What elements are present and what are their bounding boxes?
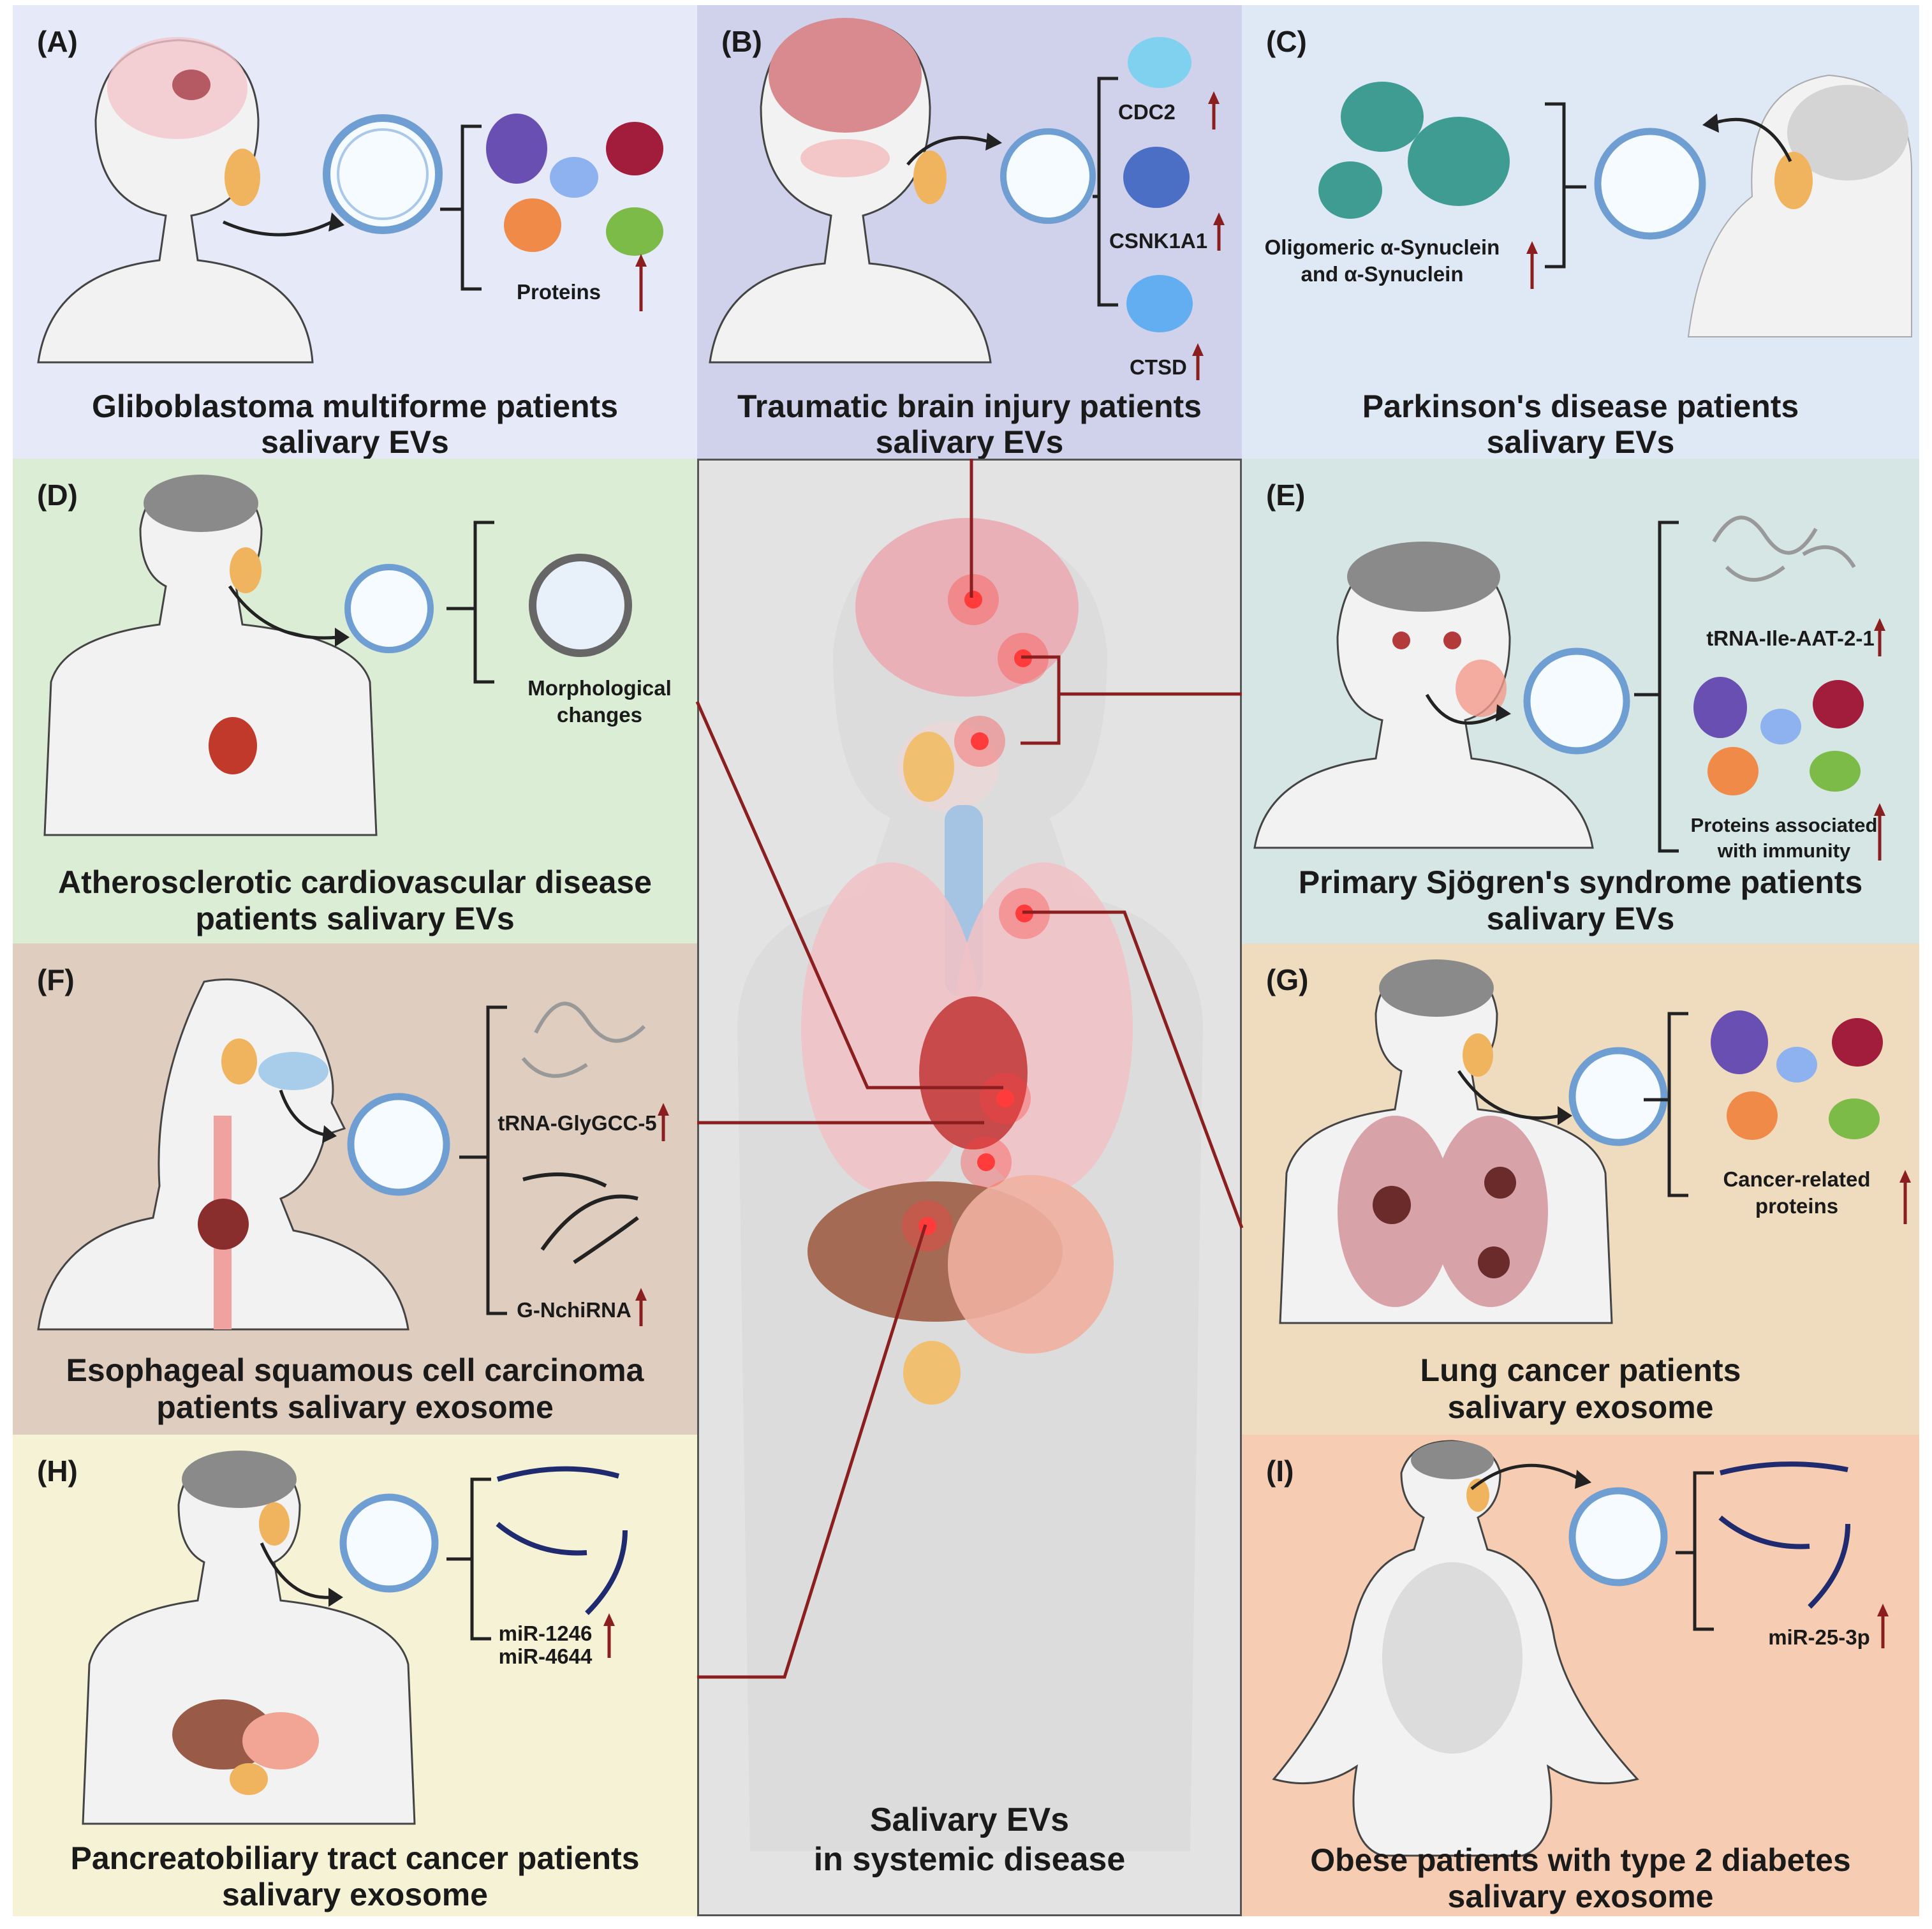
panel-d: (D) Morphological changes Atheroscleroti… bbox=[13, 459, 697, 943]
panel-h-label-mir1246: miR-1246 bbox=[498, 1622, 593, 1645]
panel-c-letter: (C) bbox=[1266, 25, 1307, 58]
panel-a-caption-line2: salivary EVs bbox=[261, 424, 449, 459]
tumor-icon bbox=[198, 1199, 249, 1250]
panel-b-label-csnk1a1: CSNK1A1 bbox=[1109, 229, 1208, 253]
panel-h-letter: (H) bbox=[37, 1454, 78, 1488]
cancer-protein-icon bbox=[1711, 1010, 1883, 1140]
trna-icon bbox=[1712, 515, 1856, 582]
ev-vesicle-icon bbox=[347, 1093, 450, 1196]
panel-i-letter: (I) bbox=[1266, 1454, 1294, 1488]
panel-b-label-ctsd: CTSD bbox=[1130, 355, 1187, 379]
ev-vesicle-icon bbox=[323, 114, 443, 234]
panel-b-letter: (B) bbox=[721, 25, 762, 58]
panel-g-letter: (G) bbox=[1266, 963, 1309, 996]
panel-f-label-trna: tRNA-GlyGCC-5 bbox=[498, 1111, 657, 1135]
central-title-line1: Salivary EVs bbox=[869, 1801, 1070, 1838]
panel-g-label-line2: proteins bbox=[1755, 1194, 1839, 1218]
central-title-line2: in systemic disease bbox=[813, 1841, 1126, 1878]
panel-c-caption-line1: Parkinson's disease patients bbox=[1362, 388, 1799, 424]
panel-i-caption-line1: Obese patients with type 2 diabetes bbox=[1310, 1842, 1851, 1878]
panel-e-letter: (E) bbox=[1266, 478, 1306, 512]
panel-f-letter: (F) bbox=[37, 963, 75, 996]
panel-f-caption-line1: Esophageal squamous cell carcinoma bbox=[66, 1352, 644, 1388]
panel-i: (I) miR-25-3p Obese patients with type 2… bbox=[1242, 1435, 1919, 1916]
panel-g-label-line1: Cancer-related bbox=[1723, 1167, 1871, 1191]
panel-i-illustration bbox=[1272, 1440, 1889, 1857]
panel-c-caption-line2: salivary EVs bbox=[1486, 424, 1675, 459]
panel-e-label-immunity-line2: with immunity bbox=[1717, 839, 1851, 862]
panel-a-letter: (A) bbox=[37, 25, 78, 58]
panel-b-label-cdc2: CDC2 bbox=[1118, 100, 1176, 124]
panel-b: (B) CDC2 CSNK1A1 CTSD Traumatic brain in… bbox=[697, 5, 1242, 459]
panel-e-caption-line2: salivary EVs bbox=[1486, 901, 1675, 936]
csnk1a1-protein-icon bbox=[1123, 147, 1190, 208]
lungs-icon bbox=[1338, 1116, 1548, 1307]
panel-d-illustration bbox=[43, 475, 632, 836]
panel-h-illustration bbox=[82, 1451, 628, 1825]
cdc2-protein-icon bbox=[1128, 37, 1191, 88]
heart-icon bbox=[209, 717, 257, 774]
morphological-change-icon bbox=[529, 554, 632, 657]
panel-f-caption-line2: patients salivary exosome bbox=[156, 1389, 554, 1425]
panel-a-illustration bbox=[37, 37, 663, 364]
panel-g: (G) Cancer-related proteins Lung cancer … bbox=[1242, 943, 1919, 1435]
panel-h: (H) miR-1246 miR-4644 Pancreatobiliary t… bbox=[13, 1435, 697, 1916]
ev-vesicle-icon bbox=[1568, 1487, 1668, 1586]
panel-b-caption-line2: salivary EVs bbox=[875, 424, 1064, 459]
panel-a: (A) Proteins Gliboblastoma multiforme pa… bbox=[13, 5, 697, 459]
panel-g-caption-line1: Lung cancer patients bbox=[1420, 1352, 1741, 1388]
pancreas-icon bbox=[903, 1341, 961, 1405]
panel-b-caption-line1: Traumatic brain injury patients bbox=[737, 388, 1202, 424]
panel-c-illustration bbox=[1318, 74, 1912, 337]
immunity-protein-icon bbox=[1693, 677, 1864, 795]
alpha-synuclein-icon bbox=[1318, 82, 1510, 219]
ev-vesicle-icon bbox=[1594, 128, 1706, 240]
panel-i-label-mir25: miR-25-3p bbox=[1768, 1625, 1870, 1649]
panel-a-label-proteins: Proteins bbox=[517, 280, 601, 304]
panel-d-letter: (D) bbox=[37, 478, 78, 512]
panel-e-label-trna: tRNA-Ile-AAT-2-1 bbox=[1706, 626, 1875, 650]
panel-e-caption-line1: Primary Sjögren's syndrome patients bbox=[1298, 864, 1863, 900]
panel-c: (C) Oligomeric α-Synuclein and α-Synucle… bbox=[1242, 5, 1919, 459]
stomach-icon bbox=[948, 1175, 1114, 1354]
panel-b-illustration bbox=[709, 18, 1225, 380]
ev-vesicle-icon bbox=[339, 1493, 439, 1593]
panel-d-caption-line1: Atherosclerotic cardiovascular disease bbox=[57, 864, 652, 900]
panel-c-label-line2: and α-Synuclein bbox=[1301, 262, 1464, 286]
panel-e-label-immunity-line1: Proteins associated bbox=[1690, 814, 1878, 836]
panel-f-label-gnchirna: G-NchiRNA bbox=[517, 1298, 631, 1322]
panel-d-caption-line2: patients salivary EVs bbox=[195, 901, 515, 936]
ev-vesicle-icon bbox=[1568, 1047, 1668, 1146]
panel-e-illustration bbox=[1253, 515, 1885, 861]
panel-d-label-line2: changes bbox=[557, 703, 642, 727]
panel-f-illustration bbox=[37, 978, 669, 1331]
mirna-strand-icon bbox=[496, 1466, 628, 1615]
trna-icon bbox=[521, 1001, 646, 1078]
ev-vesicle-icon bbox=[344, 564, 434, 653]
heart-icon bbox=[919, 996, 1028, 1149]
central-panel: Salivary EVs in systemic disease bbox=[697, 459, 1242, 1916]
panel-g-caption-line2: salivary exosome bbox=[1447, 1389, 1714, 1425]
panel-h-caption-line2: salivary exosome bbox=[222, 1877, 488, 1912]
panel-h-caption-line1: Pancreatobiliary tract cancer patients bbox=[70, 1840, 640, 1876]
rna-strand-icon bbox=[522, 1172, 639, 1264]
protein-cluster-icon bbox=[486, 114, 663, 256]
pancreatobiliary-organ-icon bbox=[172, 1699, 319, 1795]
panel-h-label-mir4644: miR-4644 bbox=[498, 1644, 593, 1668]
panel-i-caption-line2: salivary exosome bbox=[1447, 1879, 1714, 1914]
ctsd-protein-icon bbox=[1126, 275, 1193, 332]
panel-e: (E) tRNA-Ile-AAT-2-1 Proteins associated… bbox=[1242, 459, 1919, 943]
ev-vesicle-icon bbox=[1000, 128, 1096, 224]
ev-vesicle-icon bbox=[1523, 647, 1630, 755]
panel-c-label-line1: Oligomeric α-Synuclein bbox=[1264, 235, 1500, 259]
panel-g-illustration bbox=[1279, 959, 1911, 1324]
panel-a-caption-line1: Gliboblastoma multiforme patients bbox=[91, 388, 619, 424]
body-illustration bbox=[737, 518, 1203, 1851]
panel-f: (F) tRNA-GlyGCC-5 G-NchiRNA Esophageal s… bbox=[13, 943, 697, 1435]
mirna-strand-icon bbox=[1718, 1461, 1850, 1609]
panel-d-label-line1: Morphological bbox=[527, 676, 672, 700]
